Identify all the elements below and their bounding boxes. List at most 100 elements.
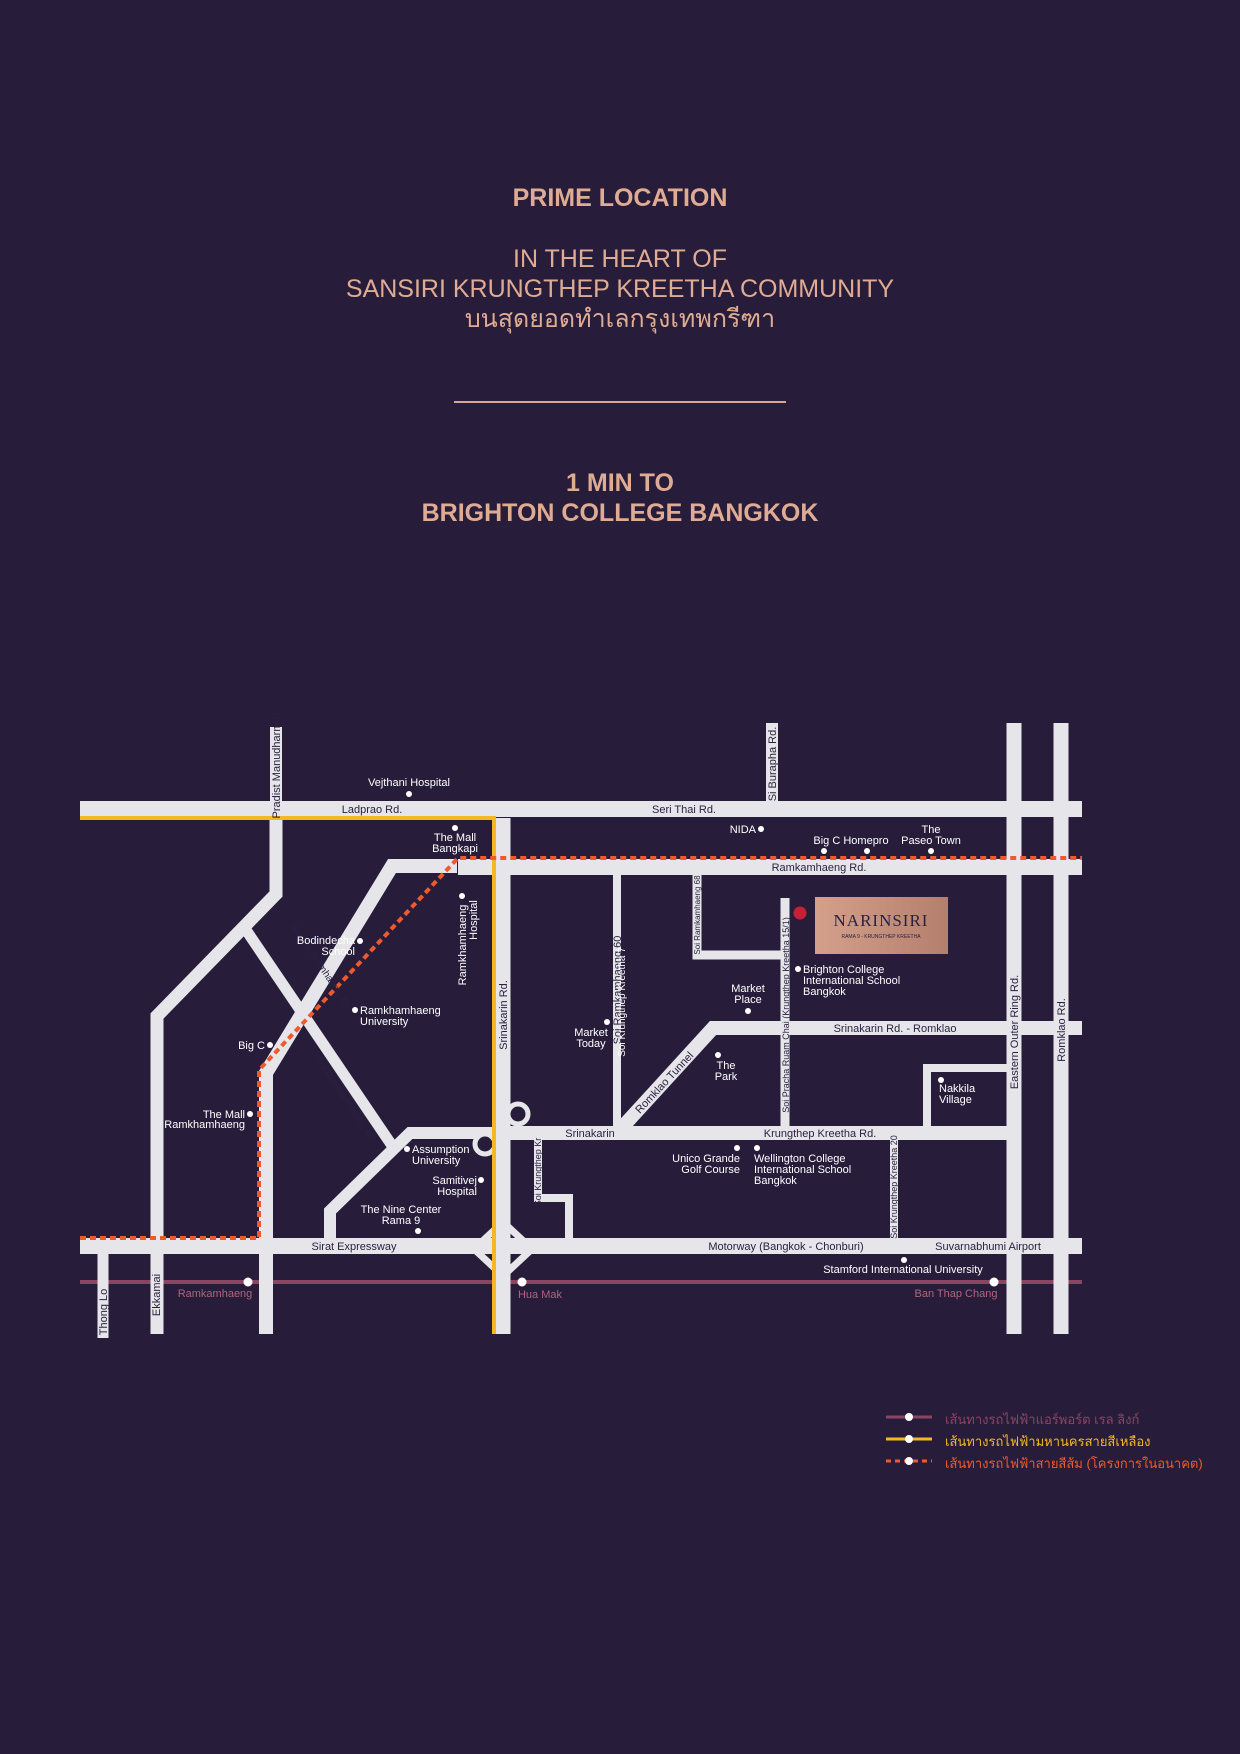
place-market-place-2: Place [734,994,762,1006]
place-ram-hospital-1: Ramkhamhaeng [457,905,469,986]
dot-assumption [404,1146,410,1152]
place-brighton-1: Brighton College [803,964,884,976]
label-srinakarin-romklao: Srinakarin Rd. - Romklao [834,1023,957,1035]
place-samitivej-2: Hospital [437,1186,477,1198]
place-mall-ram-2: Ramkhamhaeng [164,1119,245,1131]
dot-the-park [715,1052,721,1058]
road-soi-krungthep [534,1140,573,1240]
dot-nine-center [415,1228,421,1234]
label-motorway: Motorway (Bangkok - Chonburi) [708,1241,863,1253]
place-brighton-2: International School [803,975,900,987]
station-ban-thap-chang-dot [989,1277,999,1287]
label-soi-pracha-ruam-chai: Soi Pracha Ruam Chai (Krungthep Kreetha … [781,917,791,1113]
place-paseo-2: Paseo Town [901,835,961,847]
place-market-place-1: Market [731,983,765,995]
place-ram-university-1: Ramkhamhaeng [360,1005,441,1017]
label-soi-kreetha-7: Soi Krungthep Kreetha 7 [617,947,628,1057]
label-thong-lo: Thong Lo [98,1289,110,1335]
label-ramkhamhaeng: Ramkamhaeng Rd. [772,862,867,874]
place-stamford: Stamford International University [823,1264,983,1276]
place-wellington-2: International School [754,1164,851,1176]
subheading-line-1: 1 MIN TO [566,469,674,497]
project-logo-box [815,897,948,954]
dot-stamford [901,1257,907,1263]
label-eastern-outer-ring: Eastern Outer Ring Rd. [1009,975,1021,1089]
legend-airport-label: เส้นทางรถไฟฟ้าแอร์พอร์ต เรล ลิงก์ [945,1412,1140,1427]
label-ladprao: Ladprao Rd. [342,804,403,816]
place-bigc-homepro: Big C Homepro [813,835,888,847]
divider [454,401,786,403]
headline-line-2: SANSIRI KRUNGTHEP KREETHA COMMUNITY [345,275,895,303]
place-the-park-1: The [717,1060,736,1072]
headline-line-1: IN THE HEART OF [513,245,727,273]
place-assumption-1: Assumption [412,1144,469,1156]
place-mall-bangkapi-1: The Mall [434,832,476,844]
label-sirat: Sirat Expressway [312,1241,397,1253]
place-nine-center-1: The Nine Center [361,1204,442,1216]
place-assumption-2: University [412,1155,461,1167]
legend-yellow-dot [905,1435,913,1443]
place-ram-university-2: University [360,1016,409,1028]
project-location-pin [793,906,807,920]
yellow-line [80,816,496,1334]
label-pradist: Pradist Manudharm R [271,711,283,818]
dot-paseo [928,848,934,854]
place-markers: Vejthani Hospital The Mall Bangkapi NIDA… [164,777,983,1276]
label-srinakarin: Srinakarin Rd. [498,980,510,1050]
legend-orange-dot [905,1457,913,1465]
road-assumption-loop [324,1127,503,1240]
dot-nakkila [938,1077,944,1083]
place-market-today-2: Today [576,1038,606,1050]
place-mall-ram-1: The Mall [203,1109,245,1121]
place-bodindecha-2: School [321,946,355,958]
dot-bigc-ram [267,1042,273,1048]
dot-ram-university [352,1007,358,1013]
station-ban-thap-chang: Ban Thap Chang [915,1288,998,1300]
road-network [80,723,1082,1338]
label-suvarnabhumi: Suvarnabhumi Airport [935,1241,1041,1253]
place-bodindecha-1: Bodindecha [297,935,356,947]
label-soi-ram-60: Soi Ramkamhaeng 60 [612,936,624,1045]
project-name: NARINSIRI [834,911,929,930]
place-wellington-1: Wellington College [754,1153,846,1165]
place-vejthani: Vejthani Hospital [368,777,450,789]
road-ramkhamhaeng-diagonal [259,859,457,1334]
label-soi-krungthep: Soi Krungthep Kr [533,1138,543,1207]
road-soi-ram-68 [692,873,785,960]
legend-orange-label: เส้นทางรถไฟฟ้าสายสีส้ม (โครงการในอนาคต) [945,1456,1203,1471]
subheading-line-2: BRIGHTON COLLEGE BANGKOK [421,499,819,527]
dot-ram-hospital [459,893,465,899]
label-soi-kreetha-20: Soi Krungthep Kreetha 20 [889,1135,899,1239]
interchange [468,1217,538,1281]
place-mall-bangkapi-2: Bangkapi [432,843,478,855]
station-hua-mak: Hua Mak [518,1289,563,1301]
place-nakkila-1: Nakkila [939,1083,976,1095]
dot-bigc [821,848,827,854]
label-krungthep-kreetha: Krungthep Kreetha Rd. [764,1128,877,1140]
place-samitivej-1: Samitivej [432,1175,477,1187]
road-romklao-tunnel [611,1021,1082,1138]
dot-unico [734,1145,740,1151]
place-wellington-3: Bangkok [754,1175,797,1187]
dot-market-place [745,1008,751,1014]
place-paseo-1: The [922,824,941,836]
dot-wellington [754,1145,760,1151]
place-nine-center-2: Rama 9 [382,1215,421,1227]
dot-mall-ram [247,1111,253,1117]
dot-mall-bangkapi [452,825,458,831]
project-tagline: RAMA 9 - KRUNGTHEP KREETHA [841,934,921,940]
road-nakkila [923,1064,1010,1127]
place-unico-1: Unico Grande [672,1153,740,1165]
station-hua-mak-dot [517,1277,527,1287]
dot-samitivej [478,1177,484,1183]
place-nida: NIDA [730,824,757,836]
label-soi-ram-68: Soi Ramkamhaeng 68 [693,875,702,955]
dot-nida [758,826,764,832]
roundabout-1 [505,1101,531,1127]
headline-line-thai: บนสุดยอดทำเลกรุงเทพกรีฑา [464,305,776,333]
station-ramkamhaeng: Ramkamhaeng [178,1288,253,1300]
road-soi-ram-39 [239,923,398,1151]
legend-swatches [886,1413,932,1465]
dot-brighton [795,966,801,972]
